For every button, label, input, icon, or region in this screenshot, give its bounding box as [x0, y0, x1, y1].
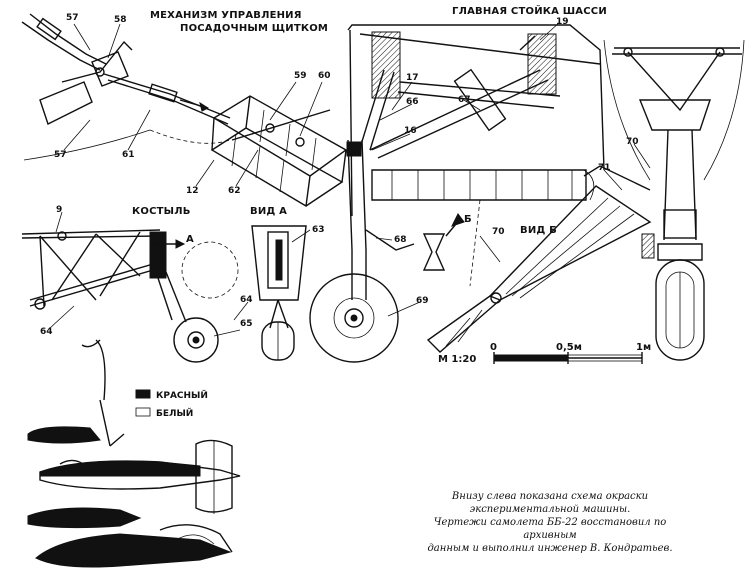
tail-skid-drawing: [21, 229, 239, 363]
main-gear-drawing: [309, 24, 605, 363]
callout-17: 17: [406, 73, 419, 83]
scale-tick-half: 0,5м: [556, 342, 582, 353]
callout-16: 16: [404, 126, 417, 136]
scale-tick-0: 0: [490, 342, 497, 353]
callout-64-skid: 64: [40, 327, 53, 337]
flap-mechanism-drawing: [21, 13, 348, 207]
heading-flap-mechanism-2: ПОСАДОЧНЫМ ЩИТКОМ: [180, 23, 328, 34]
callout-59: 59: [294, 71, 307, 81]
callout-67: 67: [458, 95, 471, 105]
callout-70-front: 70: [626, 137, 639, 147]
callout-69: 69: [416, 296, 429, 306]
callout-64-view-a: 64: [240, 295, 253, 305]
heading-tail-skid: КОСТЫЛЬ: [132, 206, 191, 217]
callout-12: 12: [186, 186, 199, 196]
heading-main-gear: ГЛАВНАЯ СТОЙКА ШАССИ: [452, 4, 607, 17]
view-b-strut-drawing: [426, 165, 652, 353]
legend-red-label: КРАСНЫЙ: [156, 389, 208, 401]
scale-label: М 1:20: [438, 354, 476, 365]
callout-68: 68: [394, 235, 407, 245]
callout-57-top: 57: [66, 13, 79, 23]
caption-line-4: данным и выполнил инженер В. Кондратьев.: [427, 543, 673, 554]
callout-58: 58: [114, 15, 127, 25]
heading-view-a: ВИД А: [250, 206, 287, 217]
paint-scheme-drawing: [27, 339, 241, 568]
callout-57-bottom: 57: [54, 150, 67, 160]
white-swatch: [135, 407, 151, 417]
callout-61: 61: [122, 150, 135, 160]
red-swatch: [135, 389, 151, 399]
arrow-b-label: Б: [464, 214, 472, 225]
heading-flap-mechanism-1: МЕХАНИЗМ УПРАВЛЕНИЯ: [150, 10, 302, 21]
callout-63: 63: [312, 225, 325, 235]
view-a-drawing: [251, 225, 307, 361]
callout-62: 62: [228, 186, 241, 196]
legend-white-label: БЕЛЫЙ: [156, 407, 193, 419]
heading-view-b: ВИД Б: [520, 225, 557, 236]
scale-bar: [493, 352, 643, 364]
leader-lines: [49, 21, 651, 337]
callout-60: 60: [318, 71, 331, 81]
figure-caption: Внизу слева показана схема окраски экспе…: [425, 490, 675, 555]
caption-line-1: Внизу слева показана схема окраски: [451, 491, 649, 502]
callout-9: 9: [56, 205, 62, 215]
caption-line-2: экспериментальной машины.: [469, 504, 631, 515]
caption-line-3: Чертежи самолета ББ-22 восстановил по ар…: [433, 517, 667, 541]
callout-65: 65: [240, 319, 253, 329]
callout-70-view-b: 70: [492, 227, 505, 237]
callout-19: 19: [556, 17, 569, 27]
gear-front-view-drawing: [603, 39, 745, 361]
scale-tick-1: 1м: [636, 342, 651, 353]
callout-66: 66: [406, 97, 419, 107]
callout-71: 71: [598, 163, 611, 173]
arrow-a-label: А: [186, 234, 194, 245]
